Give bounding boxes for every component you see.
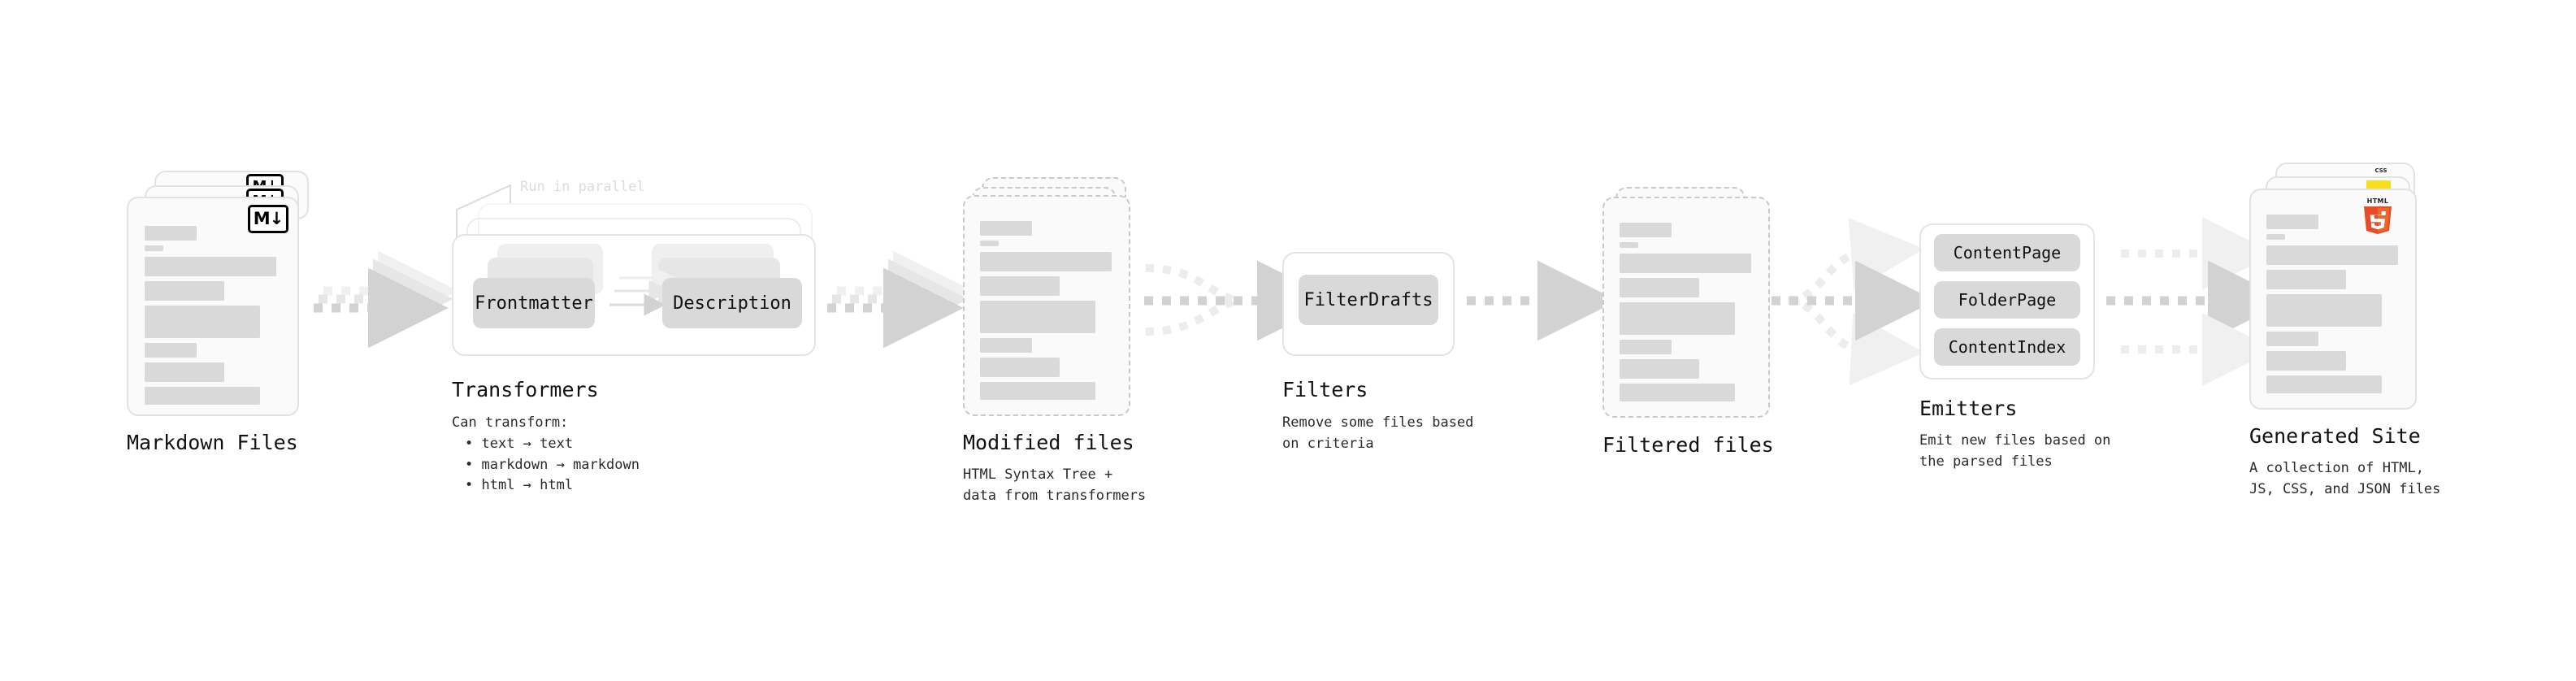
emitter-chip-label: FolderPage [1958, 290, 2057, 310]
skeleton-bar [1620, 223, 1672, 237]
connector-markdown-to-transformers [314, 250, 458, 349]
skeleton-bar [2266, 234, 2285, 240]
description-line: A collection of HTML, [2249, 460, 2424, 476]
stage-description-generated-site: A collection of HTML, JS, CSS, and JSON … [2249, 458, 2440, 501]
skeleton-bar [980, 358, 1060, 377]
svg-text:HTML: HTML [2367, 197, 2389, 205]
stage-description-transformers: Can transform: • text → text • markdown … [452, 413, 640, 497]
skeleton-bar [980, 338, 1032, 353]
bullet-item: • html → html [465, 477, 574, 494]
description-line: on criteria [1282, 435, 1374, 452]
skeleton-bar [145, 226, 197, 241]
transformer-chip-label: Description [673, 293, 791, 314]
emitter-chip-label: ContentIndex [1948, 337, 2066, 357]
skeleton-bar [980, 301, 1095, 333]
skeleton-bar [2266, 270, 2346, 289]
parallel-label: Run in parallel [520, 179, 645, 195]
skeleton-bar [145, 343, 197, 358]
skeleton-bar [980, 241, 999, 246]
description-line: JS, CSS, and JSON files [2249, 480, 2441, 497]
emitter-chip-contentindex[interactable]: ContentIndex [1934, 328, 2080, 366]
description-line: Remove some files based [1282, 414, 1474, 431]
skeleton-bar [980, 252, 1112, 271]
skeleton-bar [1620, 254, 1751, 273]
skeleton-bar [2266, 351, 2346, 371]
skeleton-bar [980, 382, 1095, 400]
description-line: Emit new files based on [1919, 432, 2111, 449]
filter-chip-filterdrafts[interactable]: FilterDrafts [1299, 275, 1438, 325]
stage-title-filtered-files: Filtered files [1602, 433, 1774, 457]
filter-chip-label: FilterDrafts [1303, 289, 1433, 310]
stage-title-generated-site: Generated Site [2249, 424, 2421, 448]
connector-transformers-to-modified [827, 250, 974, 349]
skeleton-bar [2266, 375, 2382, 393]
markdown-badge-front: M↓ [248, 205, 288, 233]
bullet-label: markdown → markdown [481, 456, 640, 473]
stage-title-markdown-files: Markdown Files [127, 431, 298, 454]
transformer-chip-label: Frontmatter [475, 293, 593, 314]
description-line: data from transformers [963, 487, 1147, 504]
stage-description-filters: Remove some files based on criteria [1282, 413, 1473, 455]
stage-title-emitters: Emitters [1919, 397, 2018, 420]
skeleton-bar [2266, 332, 2318, 346]
skeleton-bar [1620, 384, 1735, 401]
description-line: HTML Syntax Tree + [963, 466, 1113, 483]
connector-emitters-to-site [2106, 217, 2288, 386]
skeleton-bar [2266, 294, 2382, 327]
skeleton-bar [145, 245, 163, 251]
skeleton-bar [1620, 359, 1699, 379]
css3-badge [2371, 167, 2391, 176]
skeleton-bar [1620, 278, 1699, 297]
css3-badge-text: CSS [2374, 167, 2387, 174]
stage-description-emitters: Emit new files based on the parsed files [1919, 431, 2110, 473]
description-line: Can transform: [452, 414, 569, 431]
emitter-chip-folderpage[interactable]: FolderPage [1934, 281, 2080, 319]
skeleton-bar [145, 387, 260, 405]
stage-title-transformers: Transformers [452, 378, 599, 401]
skeleton-bar [980, 276, 1060, 296]
skeleton-bar [1620, 302, 1735, 335]
skeleton-bar [145, 281, 224, 301]
stage-title-modified-files: Modified files [963, 431, 1134, 454]
transformer-chip-frontmatter[interactable]: Frontmatter [473, 278, 595, 328]
bullet-item: • markdown → markdown [465, 456, 640, 473]
bullet-label: html → html [481, 477, 574, 494]
skeleton-bar [145, 257, 276, 276]
stage-description-modified-files: HTML Syntax Tree + data from transformer… [963, 465, 1146, 507]
transformer-chip-description[interactable]: Description [662, 278, 802, 328]
skeleton-bar [145, 306, 260, 338]
bullet-label: text → text [481, 435, 574, 452]
skeleton-bar [1620, 242, 1638, 248]
skeleton-bar [2266, 215, 2318, 229]
bullet-item: • text → text [465, 435, 574, 452]
description-line: the parsed files [1919, 453, 2053, 470]
skeleton-bar [145, 362, 224, 382]
connector-modified-to-filters [1144, 260, 1338, 341]
skeleton-bar [1620, 340, 1672, 354]
html5-badge: HTML [2364, 197, 2392, 234]
emitter-chip-label: ContentPage [1953, 243, 2062, 262]
skeleton-bar [2266, 245, 2398, 265]
skeleton-bar [980, 221, 1032, 236]
stage-title-filters: Filters [1282, 378, 1368, 401]
connector-filtered-to-emitters [1772, 218, 1936, 386]
emitter-chip-contentpage[interactable]: ContentPage [1934, 234, 2080, 271]
